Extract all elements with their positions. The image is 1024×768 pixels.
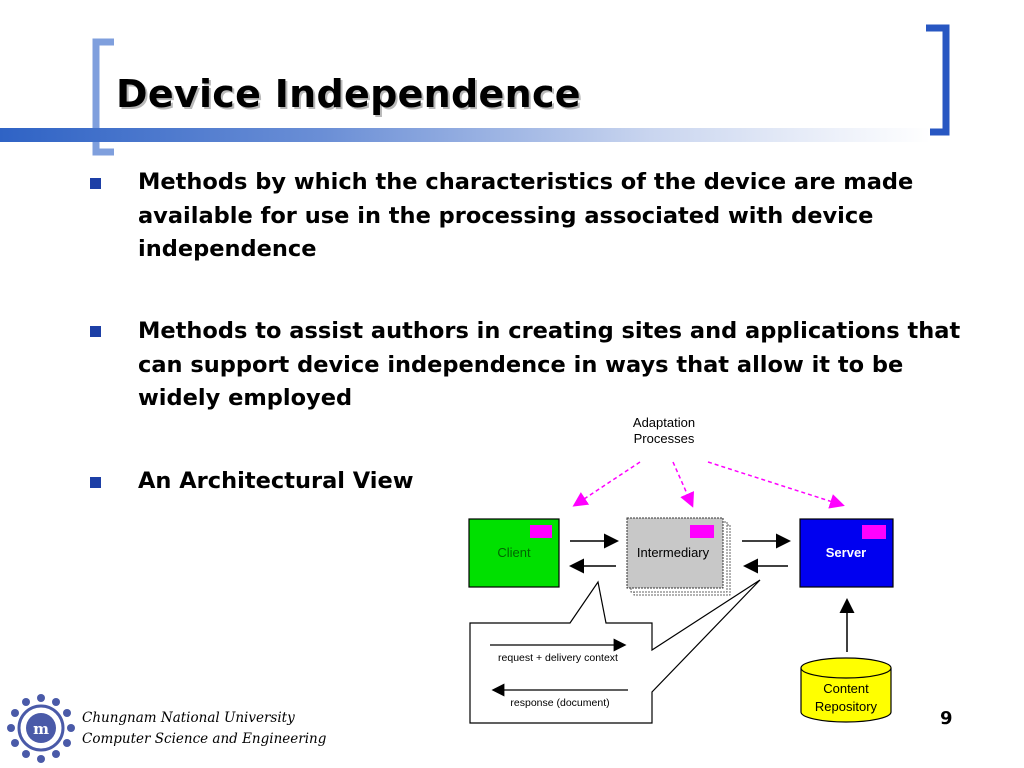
svg-text:m: m: [33, 720, 49, 738]
intermediary-marker: [690, 525, 714, 538]
client-marker: [530, 525, 552, 538]
content-repository-top: [800, 657, 892, 679]
footer-department: Computer Science and Engineering: [82, 731, 327, 747]
title-underline-bar: [0, 128, 930, 142]
content-repository-cylinder: [800, 668, 892, 723]
university-logo: m: [7, 694, 75, 763]
bullet-marker-2: [90, 326, 101, 337]
callout-response-label: response (document): [510, 697, 609, 709]
left-bracket: [92, 38, 114, 156]
page-number: 9: [940, 708, 953, 729]
right-bracket: [926, 24, 950, 136]
adaptation-label-line1: Adaptation: [633, 415, 695, 430]
adaptation-label-line2: Processes: [634, 431, 695, 446]
bullet-marker-1: [90, 178, 101, 189]
adaptation-arrow-server: [707, 461, 845, 509]
bullet-text-2: Methods to assist authors in creating si…: [138, 318, 961, 411]
server-marker: [862, 525, 886, 539]
bullet-text-3: An Architectural View: [138, 468, 414, 494]
adaptation-arrow-client: [572, 461, 641, 507]
bullet-marker-3: [90, 477, 101, 488]
footer-university: Chungnam National University: [82, 710, 295, 726]
intermediary-label: Intermediary: [637, 545, 710, 560]
server-label: Server: [826, 545, 866, 560]
message-callout: [469, 579, 761, 724]
slide-title: Device Independence: [116, 72, 581, 116]
adaptation-arrow-intermediary: [672, 461, 695, 508]
client-label: Client: [497, 545, 531, 560]
callout-request-label: request + delivery context: [498, 652, 618, 664]
repository-label-line2: Repository: [815, 699, 878, 714]
repository-label-line1: Content: [823, 681, 869, 696]
bullet-text-1: Methods by which the characteristics of …: [138, 169, 914, 262]
